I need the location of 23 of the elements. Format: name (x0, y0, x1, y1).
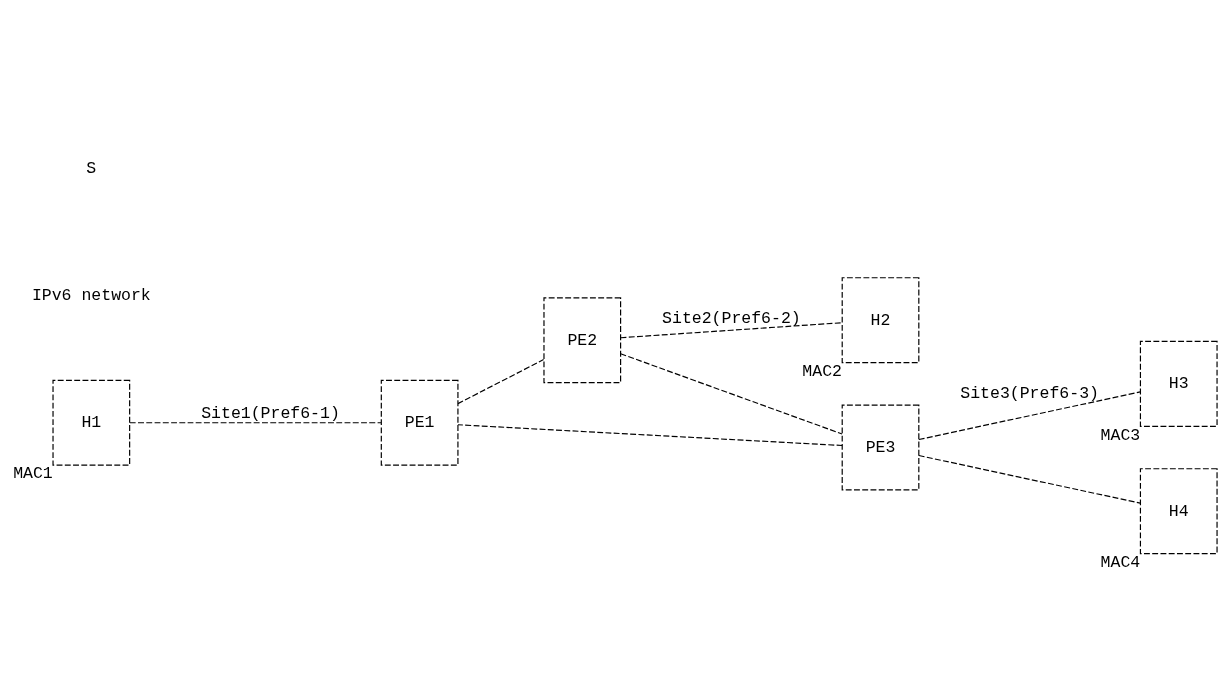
node-label: MAC2 (802, 361, 842, 381)
connector (620, 353, 843, 435)
edge-label: Site3(Pref6-3) (960, 384, 1099, 404)
label: IPv6 network (31, 285, 151, 305)
connector (457, 424, 843, 447)
label: S (86, 158, 97, 178)
edge-label: Site2(Pref6-2) (662, 308, 801, 328)
node-box: PE1 (380, 379, 459, 466)
node-label: MAC3 (1100, 425, 1141, 445)
connector (620, 322, 843, 339)
node-label: MAC4 (1100, 552, 1141, 572)
connector (129, 422, 382, 424)
node-box: PE2 (543, 297, 622, 384)
node-box: H1 (52, 379, 131, 466)
connector (918, 391, 1141, 441)
node-box: H2 (841, 277, 920, 364)
connector (918, 454, 1141, 504)
connector (457, 359, 545, 405)
node-label: MAC1 (13, 464, 53, 484)
node-box: H4 (1139, 468, 1218, 555)
node-box: H3 (1139, 340, 1218, 427)
node-box: PE3 (841, 404, 920, 491)
edge-label: Site1(Pref6-1) (201, 404, 340, 424)
